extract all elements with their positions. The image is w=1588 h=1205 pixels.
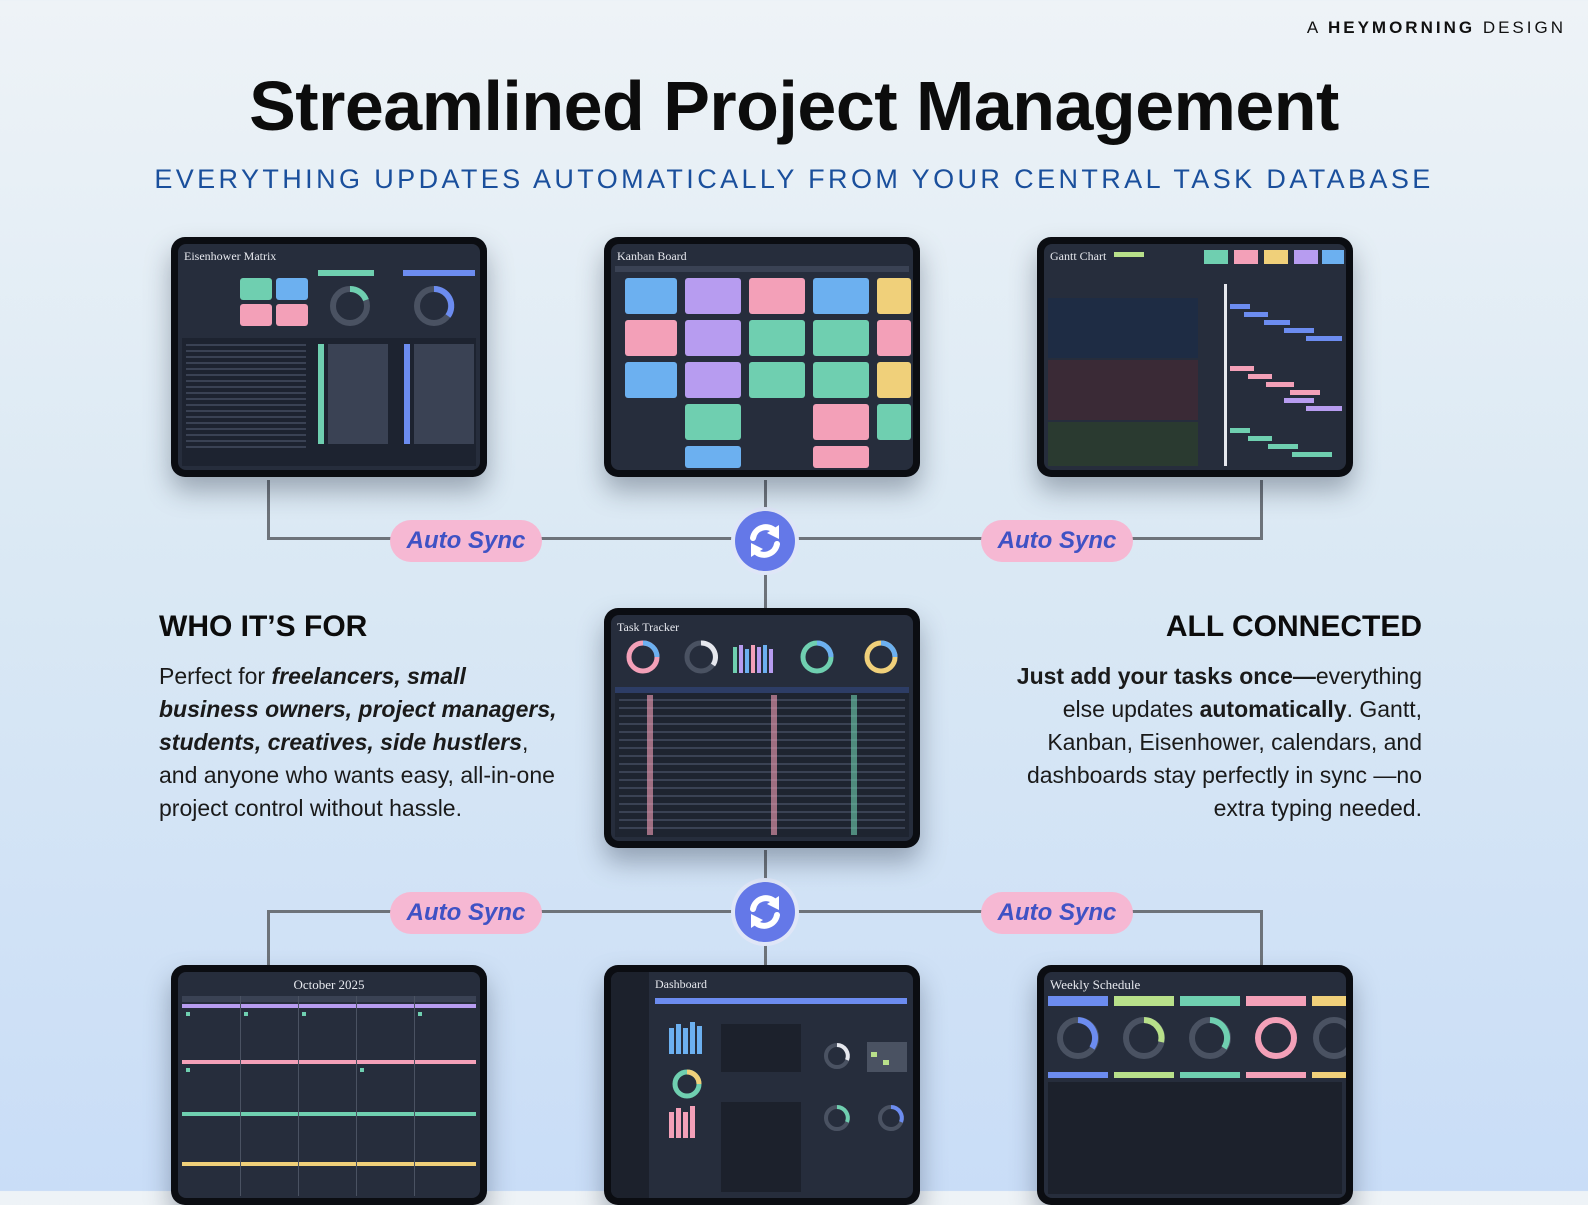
calendar-preview xyxy=(182,996,476,1196)
weekly-tablet: Weekly Schedule xyxy=(1037,965,1353,1205)
calendar-tablet: October 2025 xyxy=(171,965,487,1205)
page-subtitle: EVERYTHING UPDATES AUTOMATICALLY FROM YO… xyxy=(154,164,1434,194)
brand-credit: A HEYMORNING DESIGN xyxy=(1306,18,1566,37)
eisenhower-tablet: Eisenhower Matrix xyxy=(171,237,487,477)
gantt-screen: Gantt Chart xyxy=(1044,244,1346,470)
calendar-screen: October 2025 xyxy=(178,972,480,1198)
who-audience: freelancers, small business owners, proj… xyxy=(159,663,557,755)
kanban-tablet: Kanban Board xyxy=(604,237,920,477)
auto-sync-badge: Auto Sync xyxy=(981,892,1133,934)
kanban-preview xyxy=(615,266,911,468)
auto-sync-badge: Auto Sync xyxy=(390,892,542,934)
sync-icon xyxy=(735,882,795,942)
screen-title: Task Tracker xyxy=(617,620,680,634)
screen-title: October 2025 xyxy=(293,977,365,992)
connector-line xyxy=(267,480,270,540)
sync-icon xyxy=(735,511,795,571)
screen-title: Weekly Schedule xyxy=(1050,977,1141,992)
connected-paragraph: Just add your tasks once—everything else… xyxy=(1016,663,1422,821)
dashboard-preview xyxy=(611,972,907,1198)
who-paragraph: Perfect for freelancers, small business … xyxy=(159,663,557,821)
auto-sync-badge: Auto Sync xyxy=(981,520,1133,562)
connector-line xyxy=(1260,480,1263,540)
connected-heading: ALL CONNECTED xyxy=(1165,610,1422,643)
weekly-screen: Weekly Schedule xyxy=(1044,972,1346,1198)
connector-line xyxy=(267,910,270,970)
gantt-preview xyxy=(1048,250,1344,466)
screen-title: Dashboard xyxy=(655,977,707,991)
connector-line xyxy=(1260,910,1263,970)
screen-title: Gantt Chart xyxy=(1050,249,1107,263)
weekly-preview xyxy=(1048,996,1346,1194)
screen-title: Eisenhower Matrix xyxy=(184,249,277,263)
brand-name: HEYMORNING xyxy=(1327,18,1476,37)
tracker-preview xyxy=(615,640,909,837)
tracker-screen: Task Tracker xyxy=(611,615,913,841)
screen-title: Kanban Board xyxy=(617,249,687,263)
dashboard-tablet: Dashboard xyxy=(604,965,920,1205)
eisenhower-screen: Eisenhower Matrix xyxy=(178,244,480,470)
who-heading: WHO IT’S FOR xyxy=(159,610,368,643)
kanban-screen: Kanban Board xyxy=(611,244,913,470)
gantt-tablet: Gantt Chart xyxy=(1037,237,1353,477)
eisenhower-preview xyxy=(182,270,476,466)
tracker-tablet: Task Tracker xyxy=(604,608,920,848)
page-title: Streamlined Project Management xyxy=(249,67,1339,145)
auto-sync-badge: Auto Sync xyxy=(390,520,542,562)
dashboard-screen: Dashboard xyxy=(611,972,913,1198)
